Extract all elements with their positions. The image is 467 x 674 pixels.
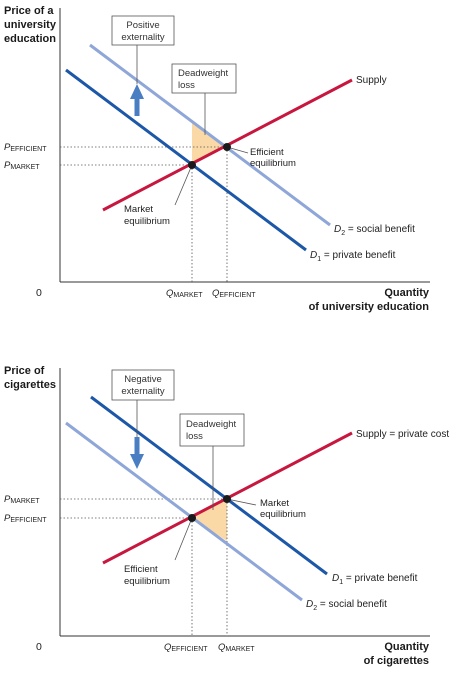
top-market-eq-label-line1: Market <box>124 204 153 215</box>
top-externality-box-line2: externality <box>121 32 165 43</box>
bottom-x-axis-label-line2: of cigarettes <box>364 655 429 667</box>
top-deadweight-loss-area <box>192 122 227 162</box>
bottom-d2-label: D2 = social benefit <box>306 599 387 612</box>
top-dwl-box <box>171 63 237 94</box>
bottom-deadweight-loss-area <box>192 499 227 541</box>
top-x-axis-label-line2: of university education <box>309 301 430 313</box>
top-q-efficient-label: QEFFICIENT <box>212 288 256 299</box>
bottom-market-eq-label-line1: Market <box>260 498 289 509</box>
bottom-y-axis-label-line2: cigarettes <box>4 379 56 391</box>
bottom-d2-social-benefit-curve <box>65 421 303 602</box>
top-y-axis-label-line3: education <box>4 33 56 45</box>
top-d1-label: D1 = private benefit <box>310 250 396 263</box>
top-market-eq-label-line2: equilibrium <box>124 216 170 227</box>
top-efficient-eq-label-line2: equilibrium <box>250 158 296 169</box>
bottom-market-eq-leader <box>226 498 257 506</box>
top-dwl-box-line1: Deadweight <box>178 68 229 79</box>
bottom-efficient-eq-label-line2: equilibrium <box>124 576 170 587</box>
top-y-axis-label-line2: university <box>4 19 57 31</box>
bottom-shift-arrow-head <box>130 454 144 469</box>
top-externality-box-line1: Positive <box>126 20 159 31</box>
bottom-dwl-box <box>179 413 245 447</box>
top-supply-label: Supply <box>356 75 387 86</box>
top-q-market-label: QMARKET <box>166 288 203 299</box>
bottom-efficient-eq-label-line1: Efficient <box>124 564 158 575</box>
top-x-axis-label-line1: Quantity <box>384 287 429 299</box>
bottom-dwl-box-line2: loss <box>186 431 203 442</box>
top-dwl-box-line2: loss <box>178 80 195 91</box>
top-p-market-label: PMARKET <box>4 160 40 171</box>
bottom-q-market-label: QMARKET <box>218 642 255 653</box>
bottom-d1-label: D1 = private benefit <box>332 573 418 586</box>
top-origin: 0 <box>36 287 42 299</box>
bottom-origin: 0 <box>36 641 42 653</box>
top-y-axis-label-line1: Price of a <box>4 5 54 17</box>
top-market-equilibrium-point <box>188 161 196 169</box>
top-market-eq-leader <box>174 164 193 206</box>
top-efficient-eq-label-line1: Efficient <box>250 147 284 158</box>
top-p-efficient-label: PEFFICIENT <box>4 142 47 153</box>
top-d2-social-benefit-curve <box>89 43 331 227</box>
top-efficient-equilibrium-point <box>223 143 231 151</box>
bottom-dwl-box-line1: Deadweight <box>186 419 237 430</box>
bottom-market-equilibrium-point <box>223 495 231 503</box>
top-d2-label: D2 = social benefit <box>334 224 415 237</box>
bottom-externality-box <box>111 369 175 401</box>
bottom-supply-label: Supply = private cost <box>356 429 449 440</box>
bottom-panel: Price of cigarettes 0 Quantity of cigare… <box>4 365 449 667</box>
bottom-externality-box-line2: externality <box>121 386 165 397</box>
bottom-market-eq-label-line2: equilibrium <box>260 509 306 520</box>
bottom-externality-box-line1: Negative <box>124 374 162 385</box>
bottom-efficient-eq-leader <box>174 517 193 561</box>
bottom-y-axis-label-line1: Price of <box>4 365 45 377</box>
top-externality-box <box>111 15 175 46</box>
top-d1-private-benefit-curve <box>65 68 307 252</box>
bottom-q-efficient-label: QEFFICIENT <box>164 642 208 653</box>
bottom-x-axis-label-line1: Quantity <box>384 641 429 653</box>
bottom-p-efficient-label: PEFFICIENT <box>4 513 47 524</box>
bottom-d1-private-benefit-curve <box>90 395 328 576</box>
bottom-efficient-equilibrium-point <box>188 514 196 522</box>
top-shift-arrow-head <box>130 84 144 99</box>
bottom-p-market-label: PMARKET <box>4 494 40 505</box>
top-panel: Price of a university education 0 Quanti… <box>4 5 430 313</box>
